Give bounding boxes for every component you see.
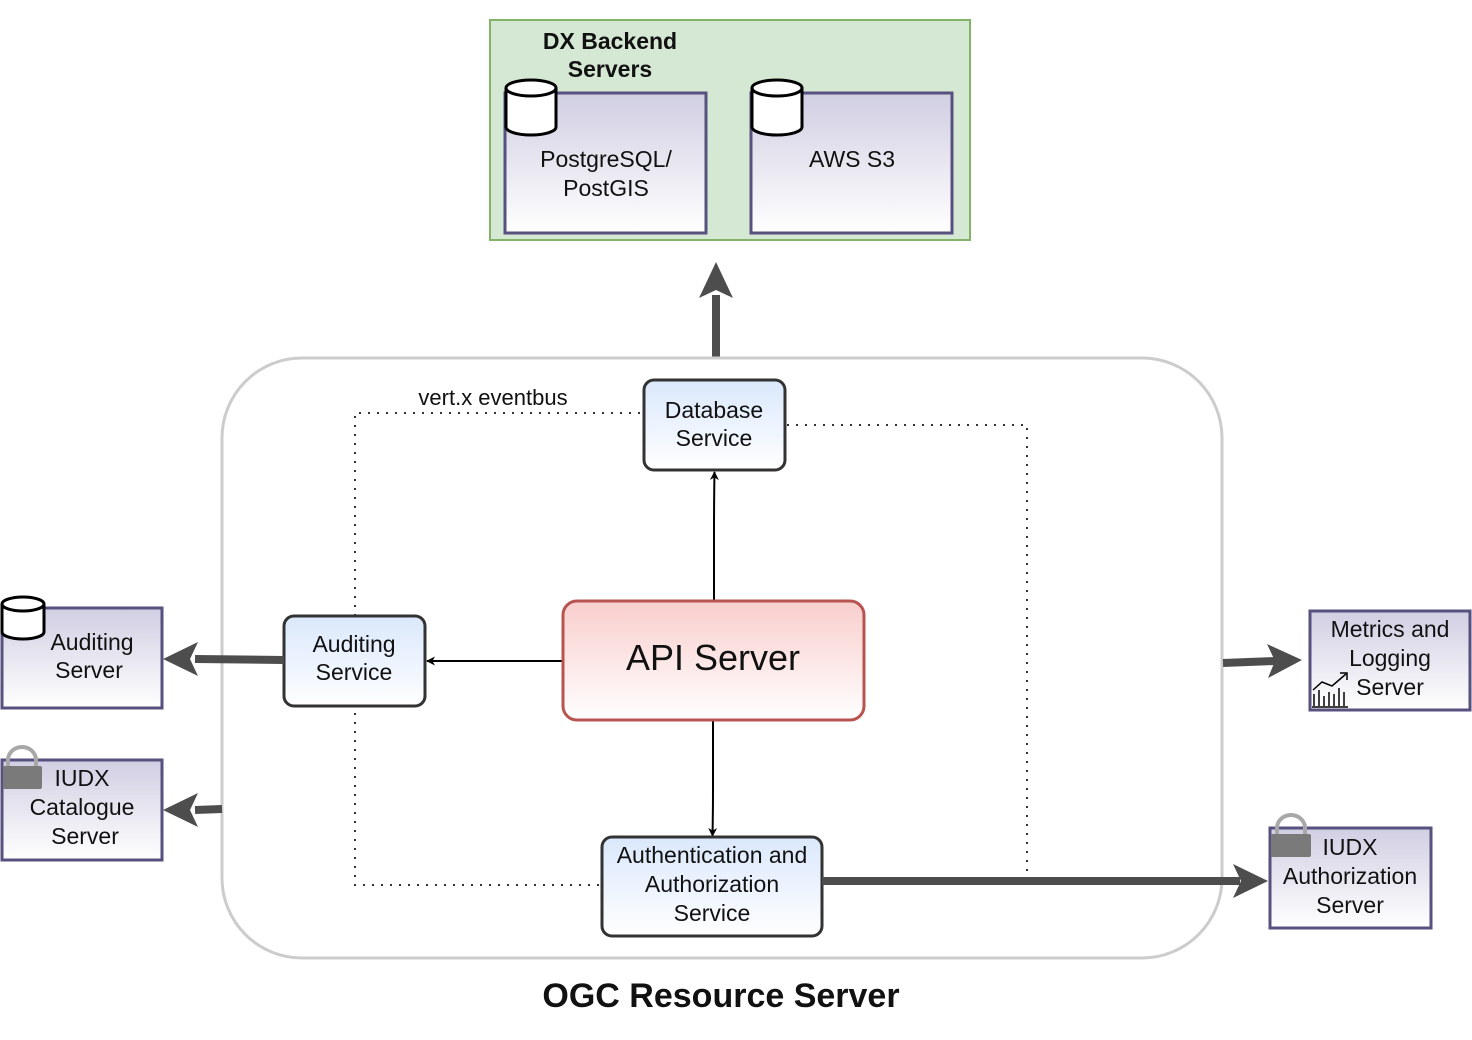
authorization-server-label-line2: Authorization — [1283, 863, 1417, 889]
database-icon — [504, 78, 558, 137]
aws-s3-label: AWS S3 — [809, 146, 895, 172]
postgres-label-line2: PostGIS — [563, 175, 649, 201]
auditing-service-label-line2: Service — [316, 659, 393, 685]
postgres-label: PostgreSQL/ — [540, 146, 672, 172]
arrow-to-catalogue-server — [194, 805, 223, 814]
api-server[interactable] — [561, 599, 866, 722]
metrics-logging-server[interactable] — [1308, 609, 1472, 712]
eventbus-lines — [354, 412, 1028, 886]
api-server-label: API Server — [626, 637, 800, 678]
database-icon — [750, 78, 804, 137]
authorization-server-label: IUDX — [1323, 834, 1378, 860]
diagram-title: OGC Resource Server — [542, 977, 899, 1015]
auditing-service-label: Auditing — [312, 631, 395, 657]
catalogue-server-label: IUDX — [55, 765, 110, 791]
auth-service-label: Authentication and — [617, 842, 808, 868]
metrics-server-label-line3: Server — [1356, 674, 1424, 700]
padlock-icon — [3, 745, 42, 789]
dx-backend-title: DX Backend — [543, 28, 677, 54]
metrics-server-label-line2: Logging — [1349, 645, 1431, 671]
dx-backend-title-line2: Servers — [568, 56, 652, 82]
arrow-to-metrics-server — [1222, 657, 1276, 667]
arrow-api-to-database — [709, 471, 719, 600]
padlock-icon — [1271, 813, 1311, 857]
database-service-label: Database — [665, 397, 763, 423]
auditing-service[interactable] — [282, 614, 427, 708]
eventbus-label: vert.x eventbus — [418, 385, 567, 410]
auth-service-label-line2: Authorization — [645, 871, 779, 897]
arrow-api-to-auth — [708, 721, 718, 837]
auth-service-label-line3: Service — [674, 900, 751, 926]
internal-arrows — [426, 471, 719, 837]
auditing-server-label-line2: Server — [55, 657, 123, 683]
catalogue-server-label-line3: Server — [51, 823, 119, 849]
database-icon — [0, 595, 46, 641]
arrow-to-auditing-server — [194, 655, 285, 664]
auditing-server-label: Auditing — [50, 629, 133, 655]
auth-service[interactable] — [600, 835, 824, 938]
authorization-server-label-line3: Server — [1316, 892, 1384, 918]
database-service[interactable] — [642, 378, 787, 472]
dx-backend-group: DX Backend Servers PostgreSQL/ PostGIS A… — [489, 19, 971, 241]
external-arrows — [163, 642, 1302, 898]
line-chart-icon — [1312, 672, 1348, 708]
metrics-server-label: Metrics and — [1331, 616, 1450, 642]
database-service-label-line2: Service — [676, 425, 753, 451]
catalogue-server-label-line2: Catalogue — [30, 794, 135, 820]
arrow-to-backend — [699, 262, 733, 360]
